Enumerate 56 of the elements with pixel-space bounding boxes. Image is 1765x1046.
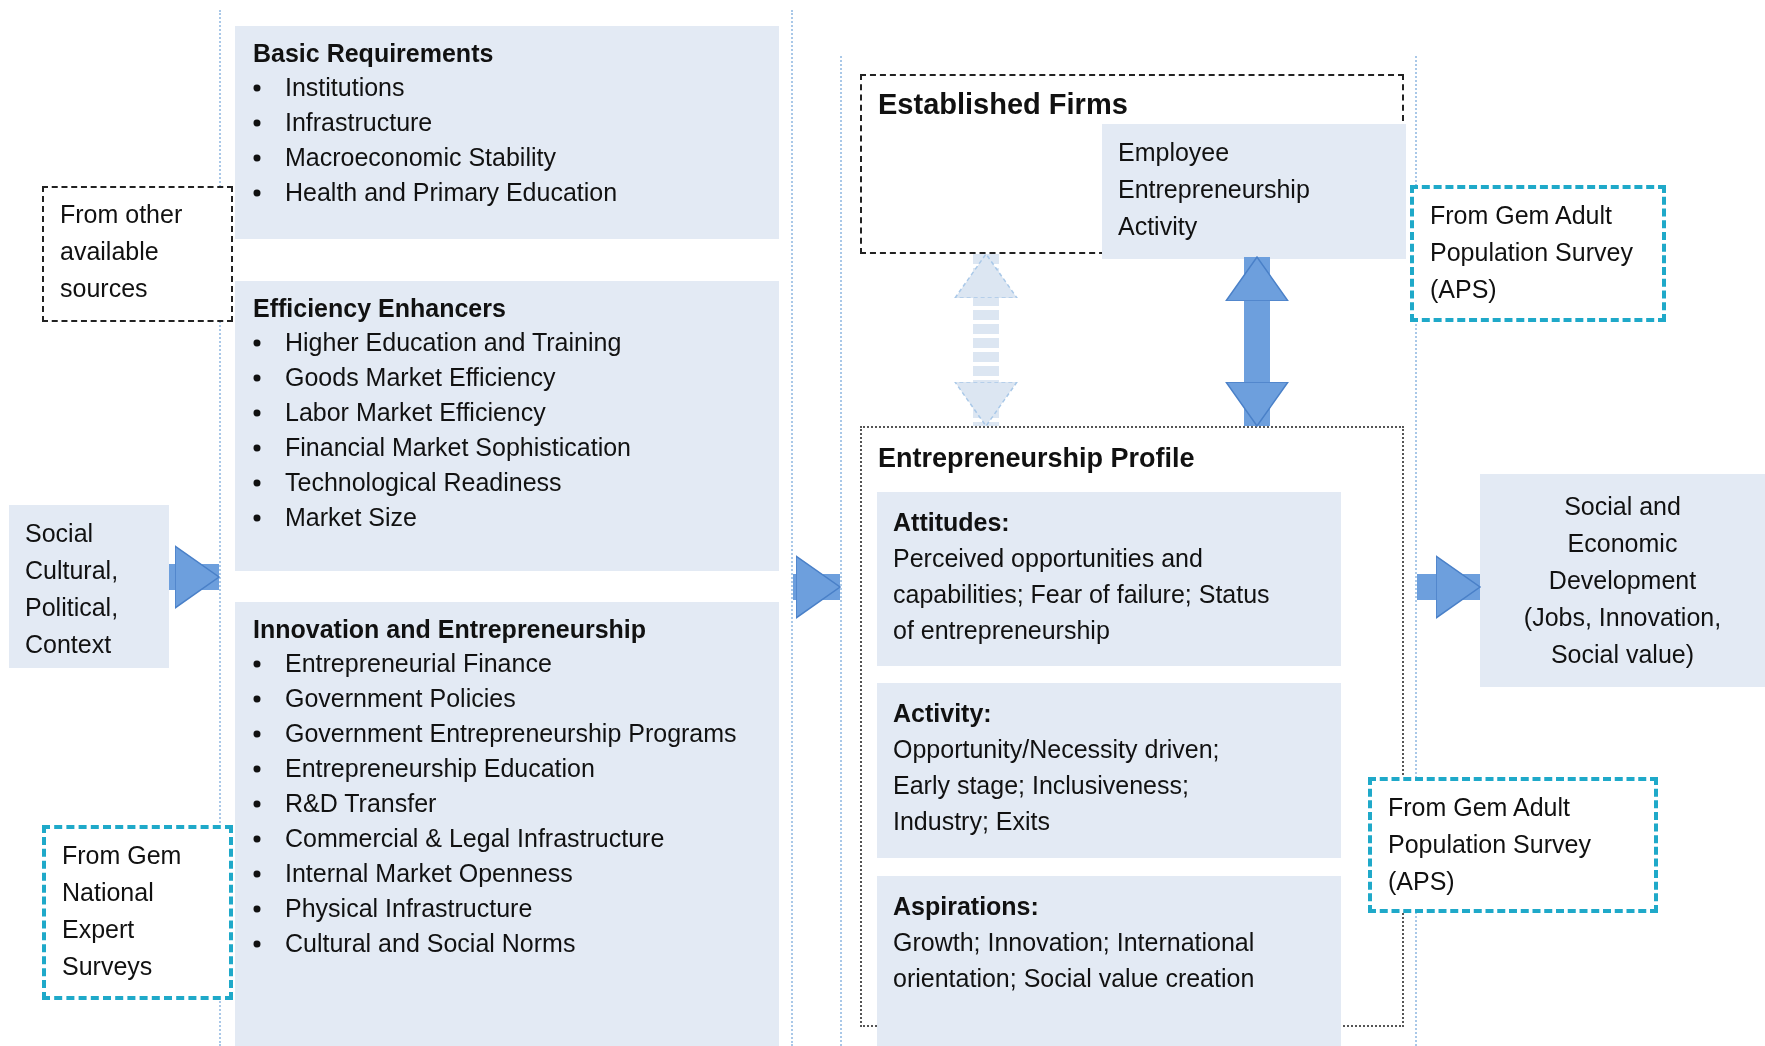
source-box [1410, 185, 1666, 322]
list-item: Goods Market Efficiency [285, 362, 556, 393]
panel-heading: Innovation and Entrepreneurship [253, 614, 648, 645]
source-box [42, 186, 233, 322]
list-item: Labor Market Efficiency [285, 397, 546, 428]
source-box [1368, 777, 1658, 913]
list-item: Government Entrepreneurship Programs [285, 718, 737, 749]
source-box [42, 825, 233, 1000]
box-text: Employee Entrepreneurship Activity [1118, 137, 1311, 242]
list-item: Internal Market Openness [285, 858, 573, 889]
category-panel [235, 26, 779, 239]
list-item: Higher Education and Training [285, 327, 622, 358]
block-arrow [793, 555, 841, 619]
category-panel [235, 281, 779, 571]
column-bracket [219, 10, 793, 1046]
list-item: Health and Primary Education [285, 177, 618, 208]
list-item: Technological Readiness [285, 467, 562, 498]
list-item: Government Policies [285, 683, 516, 714]
list-item: Market Size [285, 502, 417, 533]
section-heading: Activity: [893, 698, 993, 729]
list-item: Cultural and Social Norms [285, 928, 576, 959]
panel-heading: Basic Requirements [253, 38, 495, 69]
text-box [9, 505, 169, 668]
block-arrow [954, 253, 1018, 427]
text-box [1102, 124, 1406, 259]
list-item: Entrepreneurship Education [285, 753, 595, 784]
text-box [877, 683, 1341, 858]
box-text: Social and Economic Development (Jobs, Innovation, Social value) [1522, 491, 1723, 670]
section-heading: Attitudes: [893, 507, 1011, 538]
list-item: Financial Market Sophistication [285, 432, 631, 463]
section-text: Opportunity/Necessity driven; Early stage; Inclusiveness; Industry; Exits [893, 734, 1221, 837]
list-item: R&D Transfer [285, 788, 437, 819]
section-text: Perceived opportunities and capabilities; Fear of failure; Status of entrepreneurship [893, 543, 1271, 646]
list-item: Commercial & Legal Infrastructure [285, 823, 665, 854]
section-text: Growth; Innovation; International orientation; Social value creation [893, 927, 1256, 994]
outcome-box [1480, 474, 1765, 687]
list-item: Macroeconomic Stability [285, 142, 556, 173]
list-item: Institutions [285, 72, 405, 103]
box-heading: Entrepreneurship Profile [878, 442, 1196, 475]
box-heading: Established Firms [878, 87, 1129, 122]
text-box [877, 876, 1341, 1046]
block-arrow [169, 545, 220, 609]
block-arrow [1417, 555, 1481, 619]
box-text: From Gem National Expert Surveys [62, 840, 183, 982]
section-heading: Aspirations: [893, 891, 1040, 922]
list-item: Entrepreneurial Finance [285, 648, 552, 679]
box-text: From Gem Adult Population Survey (APS) [1430, 200, 1634, 305]
list-item: Infrastructure [285, 107, 433, 138]
panel-heading: Efficiency Enhancers [253, 293, 507, 324]
text-box [877, 492, 1341, 666]
category-panel [235, 602, 779, 1046]
list-item: Physical Infrastructure [285, 893, 533, 924]
box-text: From other available sources [60, 199, 184, 304]
box-text: Social Cultural, Political, Context [25, 518, 120, 660]
block-arrow [1225, 256, 1289, 427]
box-text: From Gem Adult Population Survey (APS) [1388, 792, 1592, 897]
